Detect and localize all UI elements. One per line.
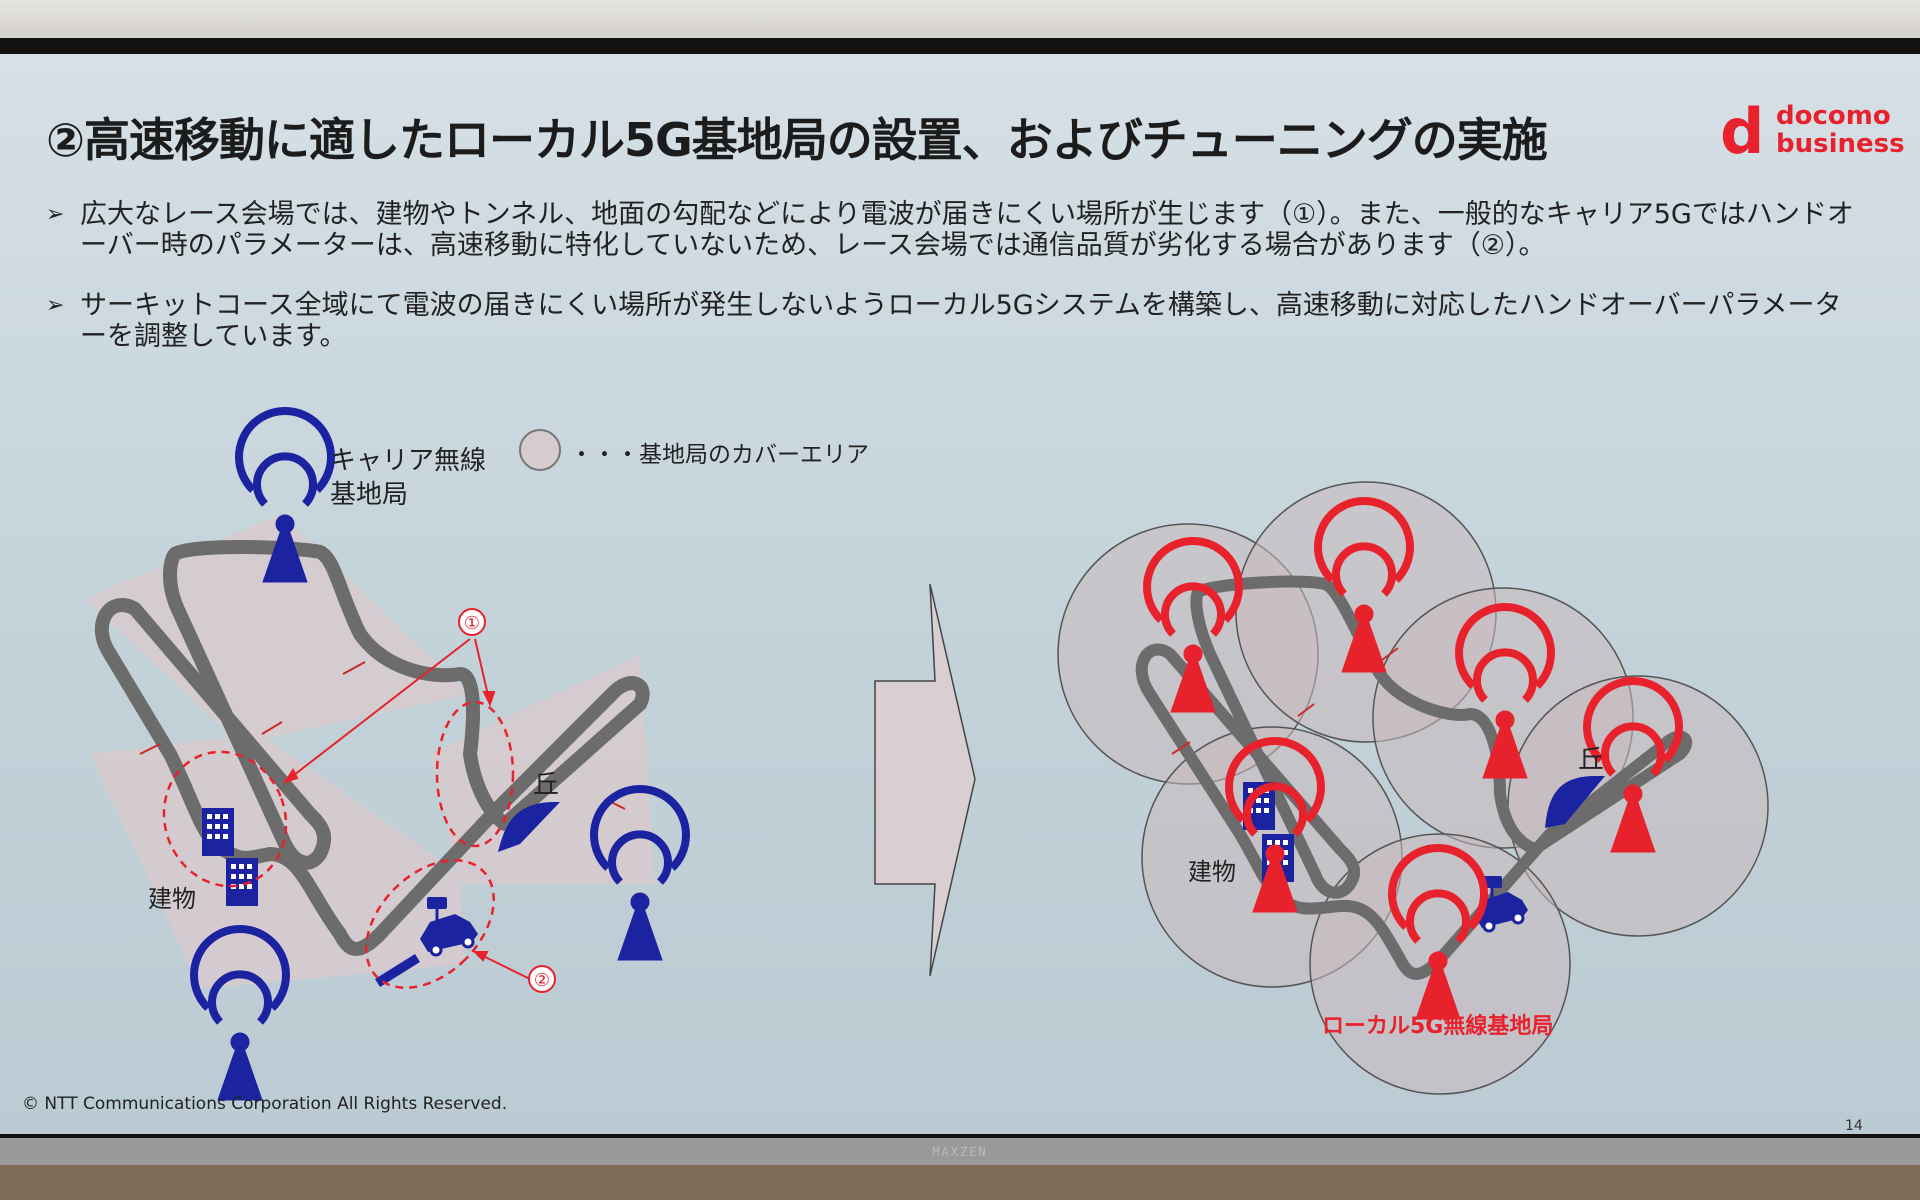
coverage-sector-top	[85, 514, 470, 744]
race-track-left	[94, 540, 650, 956]
marker-circle-1: ①	[458, 608, 486, 636]
problem-areas	[162, 700, 515, 989]
callout-lines	[282, 638, 531, 980]
hill-left	[498, 802, 560, 852]
building-icon	[226, 858, 258, 906]
arrow-right-icon	[874, 583, 976, 977]
docomo-business-logo: d docomo business	[1720, 95, 1905, 168]
building-label-right: 建物	[1188, 858, 1236, 886]
hill-label-left: 丘	[533, 770, 560, 800]
race-track-right	[1135, 575, 1693, 980]
car-camera-icon	[1475, 876, 1528, 933]
network-diagram: ① ②	[85, 54, 1769, 1134]
bullet-arrow-icon: ➢	[46, 293, 65, 318]
bullet-2-text: サーキットコース全域にて電波の届きにくい場所が発生しないようローカル5Gシステム…	[80, 290, 1842, 352]
logo-mark: d	[1720, 95, 1765, 168]
page-number: 14	[1845, 1118, 1863, 1134]
hill-label-right: 丘	[1578, 745, 1605, 775]
marker-circle-2: ②	[528, 965, 556, 993]
local5g-tower-label: ローカル5G無線基地局	[1322, 1014, 1554, 1039]
logo-text-line2: business	[1776, 129, 1905, 159]
slide-title: ②高速移動に適したローカル5G基地局の設置、およびチューニングの実施	[46, 113, 1548, 167]
coverage-legend-label: ・・・基地局のカバーエリア	[570, 442, 869, 468]
car-camera-icon	[375, 897, 478, 987]
hill-right	[1545, 776, 1605, 828]
coverage-legend-swatch	[519, 429, 561, 471]
bullet-arrow-icon: ➢	[46, 202, 65, 227]
monitor-brand-label: MAXZEN	[932, 1145, 988, 1159]
logo-text-line1: docomo	[1776, 101, 1891, 131]
track-markers	[139, 661, 626, 810]
building-icon	[202, 808, 234, 856]
svg-text:①: ①	[464, 613, 480, 634]
svg-text:②: ②	[534, 970, 550, 991]
slide-screen: ②高速移動に適したローカル5G基地局の設置、およびチューニングの実施 d doc…	[0, 54, 1920, 1134]
copyright-text: © NTT Communications Corporation All Rig…	[22, 1094, 508, 1114]
building-label-left: 建物	[148, 885, 196, 913]
carrier-tower-label: キャリア無線 基地局	[330, 446, 487, 510]
desk-surface	[0, 1165, 1920, 1200]
local5g-coverage-areas	[1057, 481, 1769, 1095]
bullet-1-text: 広大なレース会場では、建物やトンネル、地面の勾配などにより電波が届きにくい場所が…	[80, 199, 1854, 261]
